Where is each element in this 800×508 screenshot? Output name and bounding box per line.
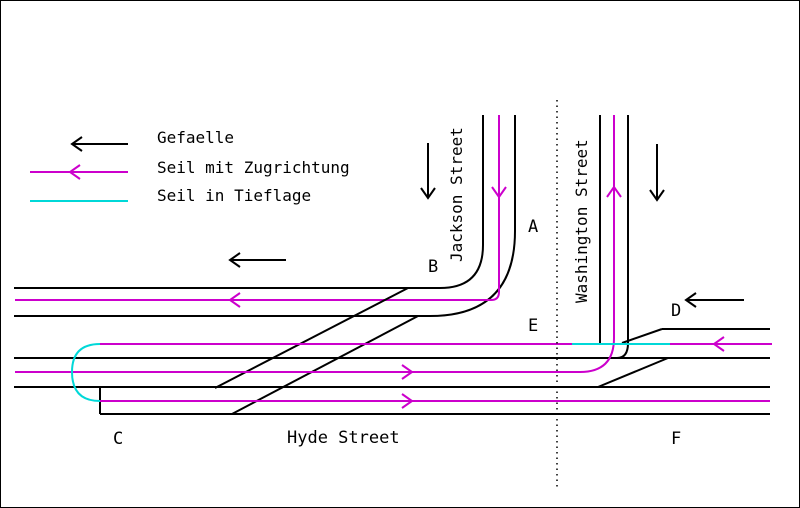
upper-cable (70, 336, 772, 402)
washington-street-track (15, 115, 629, 380)
crossover-tracks (214, 287, 419, 415)
point-f-label: F (671, 429, 681, 449)
cable-arrow-icon (30, 164, 128, 180)
point-d-label: D (671, 301, 681, 321)
legend-gradient-label: Gefaelle (157, 128, 234, 147)
legend-cable-low-label: Seil in Tieflage (157, 186, 311, 205)
jackson-street-track (14, 115, 516, 317)
legend: Gefaelle Seil mit Zugrichtung Seil in Ti… (30, 128, 350, 205)
gradient-arrow-icon (70, 136, 128, 152)
point-a-label: A (528, 217, 538, 237)
gradient-arrow-icon (649, 144, 665, 202)
hyde-cable (100, 393, 770, 409)
gradient-arrow-icon (420, 143, 436, 200)
jackson-street-label: Jackson Street (447, 127, 466, 262)
washington-street-label: Washington Street (572, 139, 591, 303)
hyde-street-label: Hyde Street (287, 428, 400, 448)
point-e-label: E (528, 316, 538, 336)
gradient-arrow-icon (228, 252, 286, 268)
gradient-arrow-icon (684, 292, 744, 308)
legend-cable-pull-label: Seil mit Zugrichtung (157, 158, 350, 177)
point-c-label: C (113, 429, 123, 449)
hyde-street-track (14, 328, 770, 415)
point-b-label: B (428, 257, 438, 277)
